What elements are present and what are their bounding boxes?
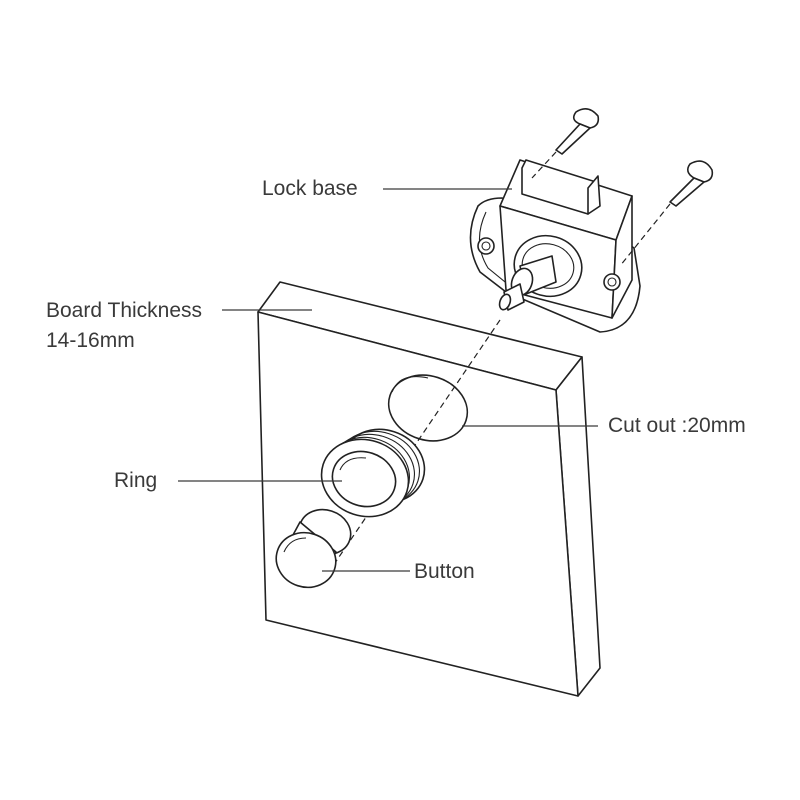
button-cap bbox=[275, 531, 337, 589]
screw-right-head bbox=[686, 160, 714, 183]
lock-base-hole-left-inner bbox=[481, 241, 491, 251]
assembly-axis bbox=[321, 319, 501, 583]
cut-out-inner-edge bbox=[391, 376, 429, 393]
lock-base-hole-right-inner bbox=[607, 277, 617, 287]
label-cut-out: Cut out :20mm bbox=[608, 414, 746, 437]
button-part bbox=[275, 508, 352, 589]
label-lock-base: Lock base bbox=[262, 177, 358, 200]
label-board-thickness: Board Thickness bbox=[46, 299, 203, 322]
screw-right-axis bbox=[619, 203, 671, 267]
screw-left-axis bbox=[531, 151, 557, 179]
button-cap-highlight bbox=[283, 537, 307, 553]
label-board-thickness-value: 14-16mm bbox=[46, 329, 135, 352]
screw-right bbox=[619, 160, 714, 267]
ring-inner bbox=[331, 450, 397, 508]
lock-base-hole-right bbox=[603, 273, 621, 291]
ring-part bbox=[320, 428, 426, 518]
screw-left-shank bbox=[555, 123, 591, 155]
board-front-face bbox=[257, 311, 579, 697]
cut-out-hole bbox=[387, 374, 469, 442]
screw-right-shank bbox=[669, 177, 705, 207]
lock-base-part bbox=[469, 159, 641, 333]
screw-left-head bbox=[572, 108, 600, 129]
screw-left bbox=[531, 108, 600, 179]
ring-inner-shade bbox=[339, 457, 367, 471]
lock-base-pin-tip bbox=[498, 293, 512, 311]
cut-out-ellipse bbox=[387, 374, 469, 442]
lock-base-hole-left bbox=[477, 237, 495, 255]
lock-base-bolt-side bbox=[587, 175, 601, 215]
label-button: Button bbox=[414, 560, 475, 583]
label-ring: Ring bbox=[114, 469, 158, 492]
board-panel bbox=[257, 281, 601, 697]
